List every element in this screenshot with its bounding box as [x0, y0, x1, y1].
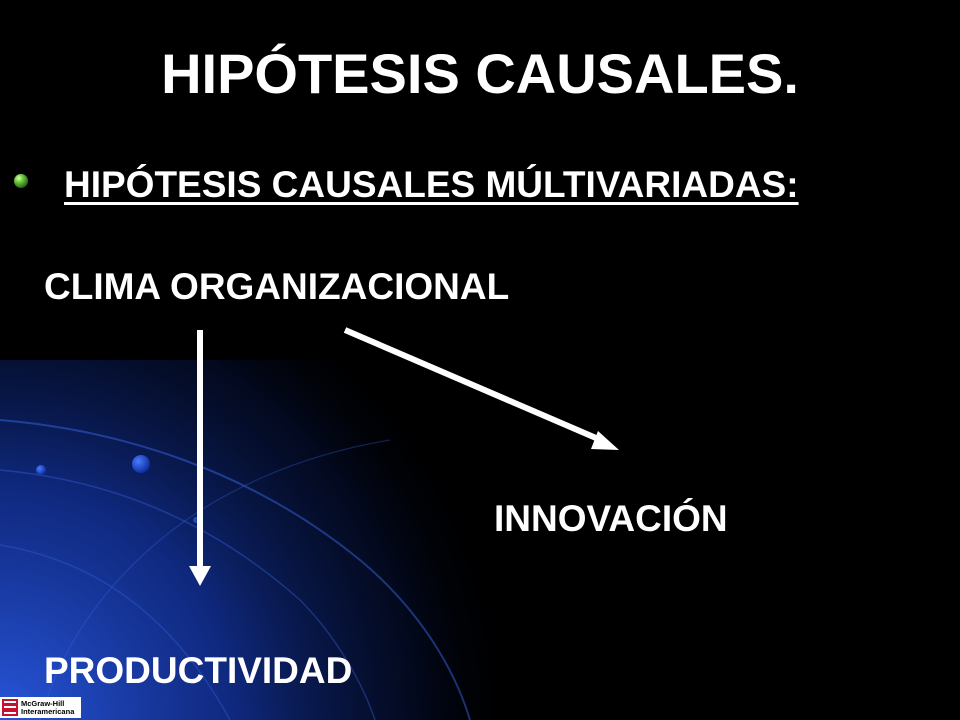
green-sphere-bullet-icon [14, 174, 28, 188]
mcgraw-hill-logo-icon [2, 699, 18, 716]
logo-line-1: McGraw-Hill [21, 698, 65, 708]
slide-title: HIPÓTESIS CAUSALES. [161, 42, 799, 105]
arrow-clima-to-innovacion [343, 327, 619, 450]
decor-swoosh [0, 544, 231, 720]
node-clima-organizacional: CLIMA ORGANIZACIONAL [44, 266, 510, 307]
decor-swoosh [0, 419, 471, 720]
node-productividad: PRODUCTIVIDAD [44, 650, 353, 691]
publisher-logo-text: McGraw-Hill Interamericana [21, 698, 75, 716]
arrow-clima-to-productividad [189, 330, 211, 586]
decor-swoosh [0, 469, 376, 720]
node-innovacion: INNOVACIÓN [494, 498, 728, 539]
publisher-logo: McGraw-Hill Interamericana [0, 697, 81, 718]
decor-dot [36, 465, 46, 475]
background-glow [0, 360, 600, 720]
logo-line-2: Interamericana [21, 706, 75, 716]
bullet-heading: HIPÓTESIS CAUSALES MÚLTIVARIADAS: [64, 164, 799, 205]
decor-dot [132, 455, 150, 473]
decor-swoosh [39, 439, 391, 720]
